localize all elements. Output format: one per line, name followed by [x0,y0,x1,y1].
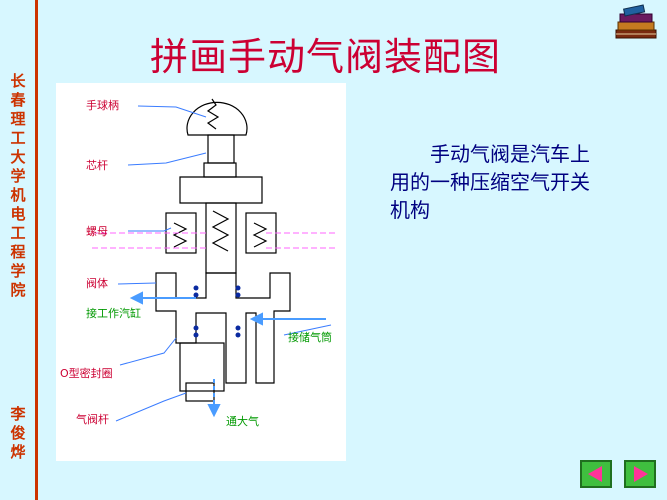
assembly-diagram: 手球柄 芯杆 螺母 阀体 接工作汽缸 O型密封圈 气阀杆 接储气筒 通大气 [56,83,346,461]
description-text: 手动气阀是汽车上用的一种压缩空气开关机构 [390,142,590,222]
label-handball: 手球柄 [86,99,119,112]
label-core-rod: 芯杆 [86,159,108,172]
label-valve-body: 阀体 [86,277,108,290]
label-to-tank: 接储气筒 [288,331,332,344]
next-slide-button[interactable] [624,460,656,488]
label-nut: 螺母 [86,225,108,238]
label-to-cylinder: 接工作汽缸 [86,307,141,320]
label-to-air: 通大气 [226,415,259,428]
sidebar: 长春理工大学机电工程学院 李俊烨 [0,0,38,500]
author-name: 李俊烨 [10,405,26,461]
prev-arrow-icon [588,466,602,482]
sidebar-divider [35,0,38,500]
label-o-ring: O型密封圈 [60,367,113,380]
next-arrow-icon [634,466,648,482]
school-name: 长春理工大学机电工程学院 [10,72,26,299]
prev-slide-button[interactable] [580,460,612,488]
slide-title: 拼画手动气阀装配图 [150,35,502,79]
books-icon [615,4,657,39]
label-valve-rod: 气阀杆 [76,413,109,426]
